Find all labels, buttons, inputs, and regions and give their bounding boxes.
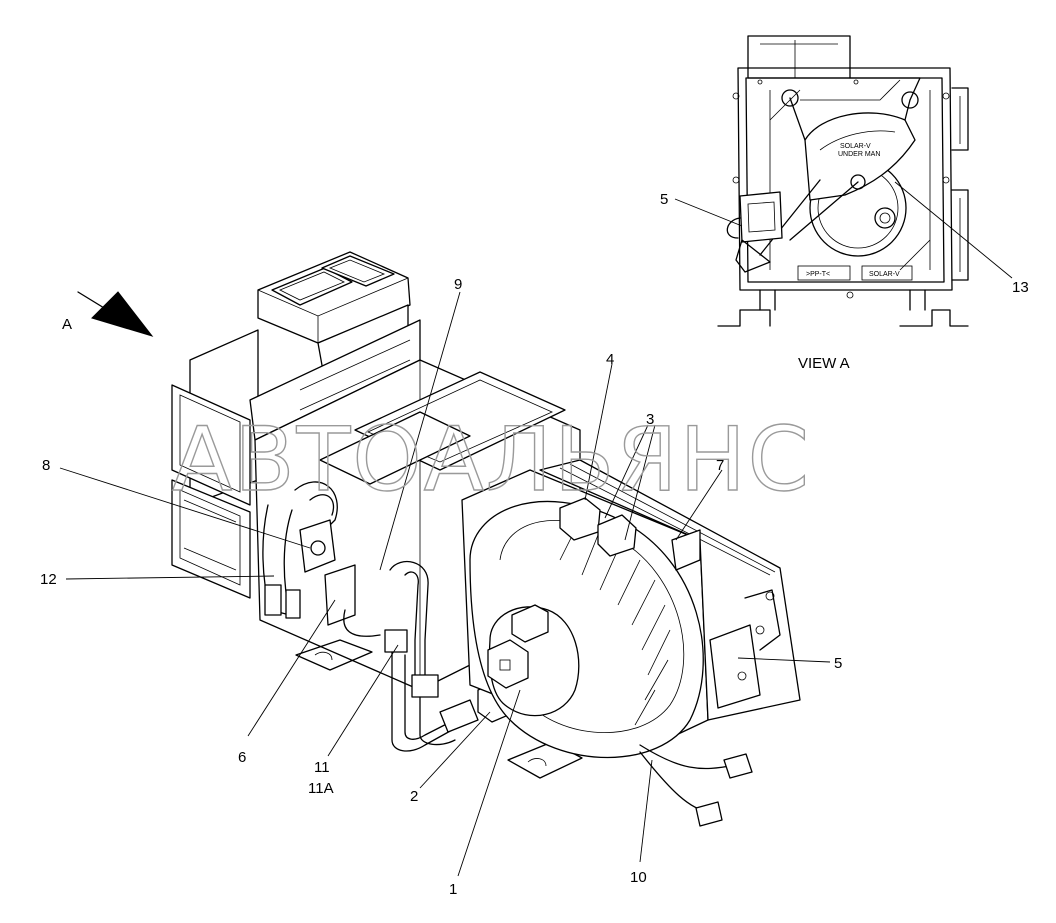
callout-3: 3 — [646, 411, 654, 428]
leader-9 — [379, 291, 461, 571]
leader-12 — [65, 575, 275, 580]
watermark-text: АВТОАЛЬЯНС — [172, 408, 811, 511]
leader-3b — [624, 424, 656, 541]
callout-13: 13 — [1012, 279, 1029, 296]
leader-7 — [675, 469, 723, 541]
leader-4 — [584, 363, 613, 501]
leader-3a — [604, 424, 649, 519]
callout-9: 9 — [454, 276, 462, 293]
main-heater-assembly — [77, 251, 801, 827]
leader-13 — [894, 181, 1013, 279]
callout-5-main: 5 — [834, 655, 842, 672]
callout-5-view: 5 — [660, 191, 668, 208]
leader-5-main — [737, 657, 831, 663]
callout-7: 7 — [716, 457, 724, 474]
plate-label-pp-t: >PP-T< — [806, 271, 830, 278]
callout-6: 6 — [238, 749, 246, 766]
leader-10 — [639, 759, 653, 863]
view-arrow-label: A — [62, 316, 72, 333]
callout-11: 11 — [314, 759, 330, 776]
callout-10: 10 — [630, 869, 647, 886]
leader-5-view — [674, 198, 743, 227]
leader-2 — [419, 711, 491, 789]
leader-1 — [457, 689, 521, 877]
view-a-caption: VIEW A — [798, 355, 850, 372]
callout-11a: 11A — [308, 780, 334, 797]
view-a-inset: >PP-T< SOLAR-V SOLAR-V UNDER MAN — [717, 35, 969, 327]
leader-11 — [327, 644, 399, 757]
plate-label-solar-v: SOLAR-V — [869, 271, 900, 278]
callout-4: 4 — [606, 351, 614, 368]
plate-label-under-man: UNDER MAN — [838, 151, 880, 158]
leader-8 — [59, 467, 311, 549]
callout-12: 12 — [40, 571, 57, 588]
callout-8: 8 — [42, 457, 50, 474]
leader-6 — [247, 599, 336, 737]
plate-label-solar-v-top: SOLAR-V — [840, 143, 871, 150]
callout-2: 2 — [410, 788, 418, 805]
callout-1: 1 — [449, 881, 457, 898]
